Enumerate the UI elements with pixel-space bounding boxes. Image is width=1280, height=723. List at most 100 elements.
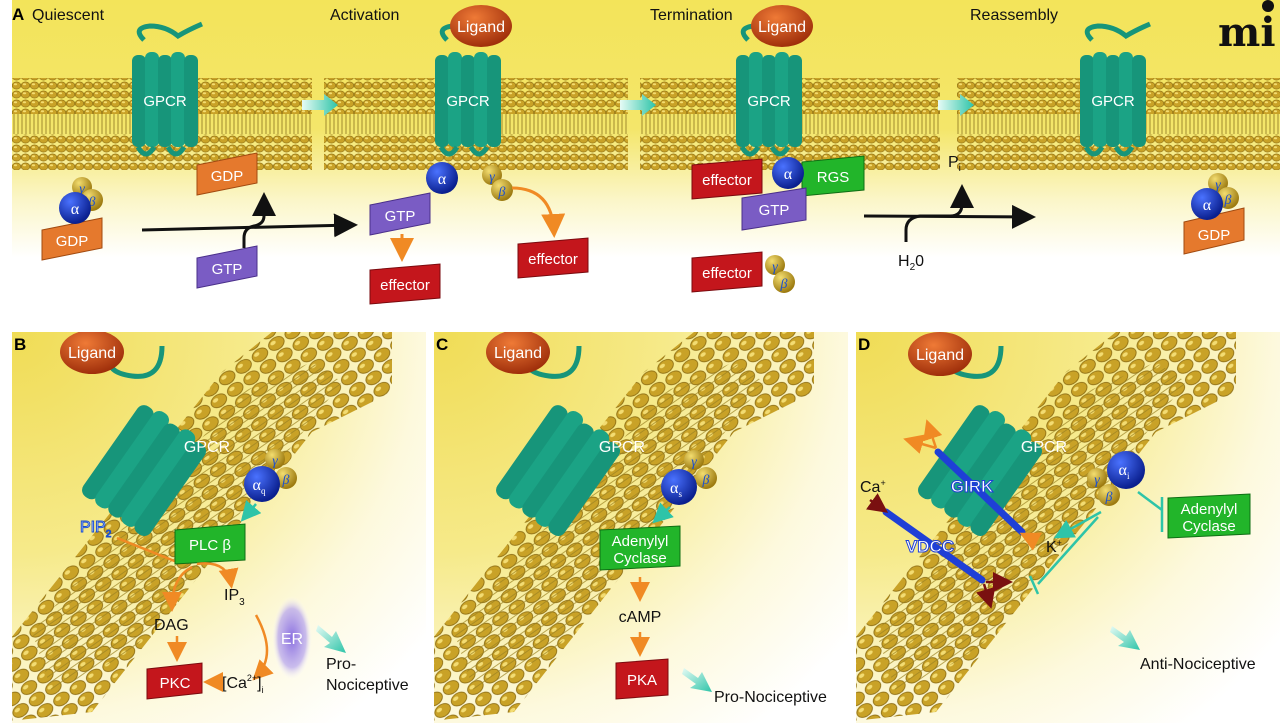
svg-text:αs: αs xyxy=(670,480,682,499)
svg-text:β: β xyxy=(1224,193,1232,208)
svg-text:RGS: RGS xyxy=(817,169,850,186)
hydrolysis-arrow-icon xyxy=(863,184,1036,242)
activation-arrow-icon xyxy=(652,502,674,524)
svg-text:GTP: GTP xyxy=(385,208,416,225)
svg-text:γ: γ xyxy=(1215,178,1221,193)
girk-label: GIRK xyxy=(951,477,994,496)
gpcr-receptor-icon xyxy=(496,405,621,536)
svg-text:effector: effector xyxy=(702,265,752,282)
svg-text:GDP: GDP xyxy=(211,168,244,185)
panel-b: GPCR Ligand B γ β αq PIP2 PLC β DAG IP3 … xyxy=(12,332,426,723)
water-label: H20 xyxy=(898,253,924,273)
svg-text:γ: γ xyxy=(272,454,278,469)
stage-arrow-icon xyxy=(302,94,338,116)
g-protein-heterotrimer: γ β αi xyxy=(1087,451,1145,506)
svg-text:PKC: PKC xyxy=(160,675,191,692)
svg-text:Ligand: Ligand xyxy=(916,347,964,364)
svg-text:GDP: GDP xyxy=(1198,227,1231,244)
panel-a: GPCR GPCR GPCR xyxy=(12,0,1280,322)
pip2-label: PIP2 xyxy=(80,519,112,540)
effector-block: effector xyxy=(369,263,441,305)
vdcc-channel xyxy=(882,508,986,584)
er-label: ER xyxy=(281,631,303,648)
svg-text:β: β xyxy=(702,473,710,488)
membrane-diagonal xyxy=(434,332,814,721)
calcium-ion-label: Ca+ xyxy=(860,478,886,496)
svg-text:Ligand: Ligand xyxy=(457,19,505,36)
svg-text:PKA: PKA xyxy=(627,672,657,689)
journal-logo: mi xyxy=(1218,0,1276,56)
potassium-ion-label: K+ xyxy=(1046,538,1062,556)
dag-label: DAG xyxy=(154,617,189,634)
gpcr-label: GPCR xyxy=(446,93,490,110)
endoplasmic-reticulum xyxy=(272,596,312,680)
gtp-block: GTP xyxy=(196,245,258,289)
g-alpha-gtp: GTP α xyxy=(741,157,807,231)
gpcr-receptor-icon: GPCR xyxy=(736,21,807,157)
g-alpha-gtp: GTP α xyxy=(369,162,458,236)
gpcr-receptor-icon xyxy=(82,405,207,536)
outcome-label: Pro-Nociceptive xyxy=(714,689,827,706)
svg-text:β: β xyxy=(780,277,788,292)
gpcr-label: GPCR xyxy=(747,93,791,110)
ligand-icon: Ligand xyxy=(450,5,512,47)
panel-letter: D xyxy=(858,335,870,354)
substrate-line xyxy=(116,536,178,564)
svg-text:effector: effector xyxy=(380,277,430,294)
calcium-label: [Ca2+]i xyxy=(222,673,264,695)
svg-text:β: β xyxy=(282,473,290,488)
panel-a-diagram: GPCR GPCR GPCR xyxy=(12,0,1280,305)
svg-text:γ: γ xyxy=(691,455,697,470)
outcome-label-line2: Nociceptive xyxy=(326,677,409,694)
outcome-arrow-icon xyxy=(1110,626,1140,650)
svg-text:γ: γ xyxy=(489,170,495,185)
svg-text:Ligand: Ligand xyxy=(68,345,116,362)
phosphate-label: Pi xyxy=(948,154,961,174)
k-efflux-arrow-icon xyxy=(903,434,937,454)
svg-text:mi: mi xyxy=(1218,9,1276,56)
gpcr-label: GPCR xyxy=(1091,93,1135,110)
svg-text:α: α xyxy=(438,171,447,188)
effector-block: effector xyxy=(691,158,763,200)
membrane-diagonal xyxy=(12,332,392,721)
svg-text:αi: αi xyxy=(1119,462,1130,481)
k-influx-arrow-icon xyxy=(1019,532,1042,551)
plc-beta-enzyme: PLC β xyxy=(174,523,246,565)
inhibition-icon xyxy=(1137,491,1164,532)
gpcr-label: GPCR xyxy=(143,93,187,110)
ligand-icon: Ligand xyxy=(60,332,124,374)
svg-text:GTP: GTP xyxy=(759,202,790,219)
g-protein-heterotrimer: GDP γ β α xyxy=(41,177,103,261)
g-protein-heterotrimer: γ β αq xyxy=(244,449,297,502)
gpcr-label: GPCR xyxy=(1021,439,1067,456)
svg-text:GTP: GTP xyxy=(212,261,243,278)
calcium-influx-arrow-icon xyxy=(865,493,889,513)
activation-arrow-icon xyxy=(240,500,262,522)
vdcc-label: VDCC xyxy=(906,537,954,556)
ip3-label: IP3 xyxy=(224,587,245,608)
exchange-arrow-icon xyxy=(141,192,358,248)
svg-text:Ligand: Ligand xyxy=(494,345,542,362)
stage-arrow-icon xyxy=(938,94,974,116)
stimulation-arrow-icon xyxy=(162,565,193,612)
panel-d-diagram: GPCR Ligand D γ β αi GIRK VDCC Ca+ K+ A xyxy=(856,332,1256,721)
panel-letter: A xyxy=(12,5,24,24)
panel-c: GPCR Ligand C γ β αs Adenylyl Cyclase cA… xyxy=(434,332,848,723)
panel-b-diagram: GPCR Ligand B γ β αq PIP2 PLC β DAG IP3 … xyxy=(12,332,409,721)
panel-d: GPCR Ligand D γ β αi GIRK VDCC Ca+ K+ A xyxy=(856,332,1280,723)
outcome-arrow-icon xyxy=(316,625,346,653)
effector-beta-gamma: effector γ β xyxy=(691,251,795,293)
svg-text:PLC β: PLC β xyxy=(189,537,231,554)
stage-label-quiescent: Quiescent xyxy=(32,7,105,24)
camp-label: cAMP xyxy=(619,609,662,626)
svg-text:Adenylyl: Adenylyl xyxy=(612,533,669,550)
girk-channel xyxy=(934,448,1026,536)
gpcr-receptor-icon: GPCR xyxy=(435,21,506,157)
stage-label-activation: Activation xyxy=(330,7,399,24)
ligand-icon: Ligand xyxy=(751,5,813,47)
pkc-kinase: PKC xyxy=(146,662,203,700)
g-protein-heterotrimer: γ β αs xyxy=(661,450,717,505)
svg-text:Adenylyl: Adenylyl xyxy=(1181,501,1238,518)
adenylyl-cyclase-enzyme: Adenylyl Cyclase xyxy=(599,525,681,571)
effector-block: effector xyxy=(517,237,589,279)
